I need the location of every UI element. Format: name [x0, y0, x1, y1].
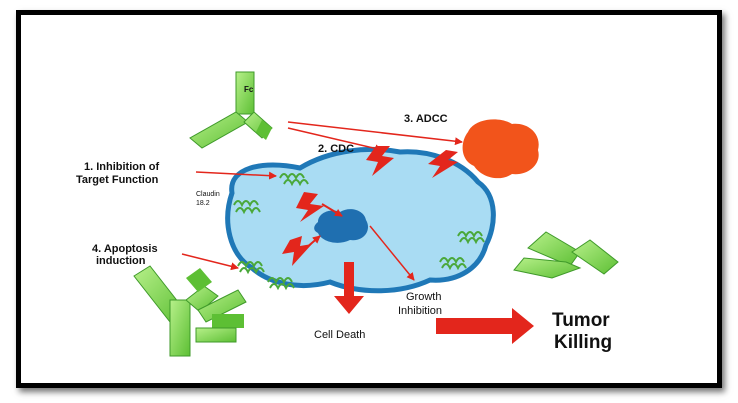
cdc-label: 2. CDC	[318, 143, 354, 155]
arrow-growth	[369, 225, 415, 281]
claudin-label-line2: 18.2	[196, 200, 210, 207]
antibody-top	[189, 71, 273, 149]
tumor-killing-arrow	[436, 308, 534, 344]
tumor-label-line1: Tumor	[552, 310, 610, 331]
arrow-to-adcc	[287, 121, 463, 146]
inhibition-label-line1: 1. Inhibition of	[84, 161, 159, 173]
arrow-to-cdc	[287, 127, 383, 153]
claudin-label-line1: Claudin	[196, 191, 220, 198]
cell-death-arrow	[334, 262, 364, 314]
claudin-receptors	[233, 173, 485, 291]
arrow-apoptosis	[181, 253, 239, 271]
inhibition-label-line2: Target Function	[76, 174, 159, 186]
red-pointer-arrows	[181, 121, 463, 281]
nk-effector-cell	[462, 119, 539, 179]
antibody-right	[513, 231, 619, 279]
antibody-bottom-left	[133, 265, 247, 357]
cell-death-label: Cell Death	[314, 329, 365, 341]
lightning-bolts	[282, 146, 458, 266]
arrow-nucleus-lower	[305, 235, 321, 249]
bolt-adcc-icon	[428, 150, 458, 178]
tumor-label-line2: Killing	[554, 332, 612, 353]
bolt-cdc-icon	[366, 146, 394, 176]
bolt-nucleus-lower-icon	[282, 236, 312, 266]
fc-label: Fc	[244, 85, 254, 94]
apoptosis-label-line2: induction	[96, 255, 146, 267]
growth-label-line2: Inhibition	[398, 305, 442, 317]
apoptosis-label-line1: 4. Apoptosis	[92, 243, 158, 255]
bolt-nucleus-upper-icon	[296, 192, 324, 222]
adcc-label: 3. ADCC	[404, 113, 448, 125]
growth-label-line1: Growth	[406, 291, 441, 303]
arrow-nucleus-upper	[321, 203, 343, 217]
arrow-inhibition	[195, 171, 277, 180]
cell-nucleus	[314, 209, 369, 243]
